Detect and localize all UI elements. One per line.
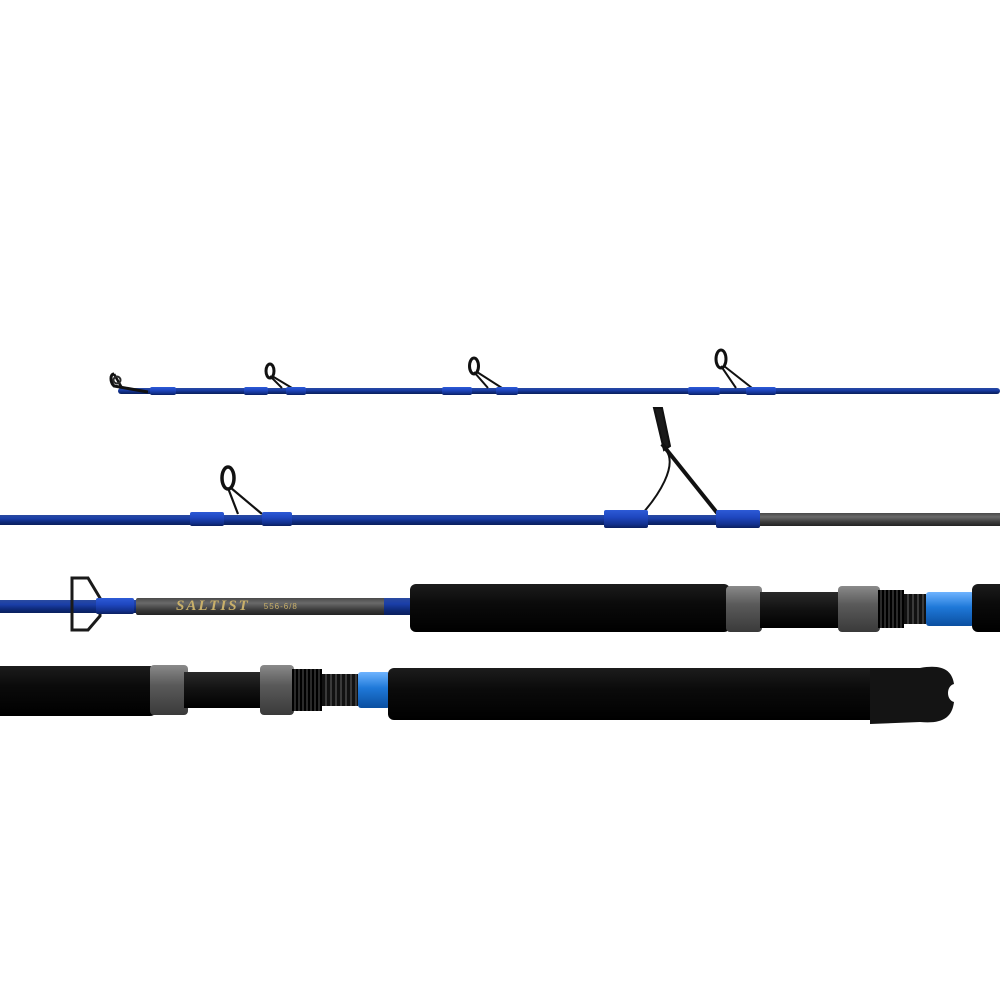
- rod-butt-section: SALTIST 556-6/8: [0, 570, 1000, 640]
- reel-seat-knurl: [878, 590, 904, 628]
- tip-blank: [118, 388, 1000, 394]
- mid-blank-blue: [0, 515, 760, 525]
- reel-seat-ring: [726, 586, 762, 632]
- thread-wrap: [746, 387, 776, 395]
- foregrip-foam: [410, 584, 730, 632]
- line-guide-icon: [714, 348, 753, 389]
- stripper-guide-icon: [641, 407, 720, 516]
- thread-wrap: [688, 387, 720, 395]
- line-guide-icon: [264, 362, 293, 389]
- thread-wrap: [96, 598, 134, 614]
- tip-top-guide-icon: [109, 372, 149, 394]
- rod-rear-handle: [0, 650, 1000, 740]
- butt-guide-icon: [70, 576, 102, 632]
- thread-wrap: [262, 512, 292, 526]
- thread-wrap: [716, 510, 760, 528]
- reel-seat-thread: [322, 674, 358, 706]
- reel-seat-barrel: [184, 672, 264, 708]
- thread-wrap: [442, 387, 472, 395]
- label-blank-grey: [136, 598, 386, 615]
- rear-grip-start: [972, 584, 1000, 632]
- blue-collar: [358, 672, 390, 708]
- rod-mid-section: [0, 400, 1000, 540]
- model-code-label: 556-6/8: [263, 601, 298, 611]
- rod-tip-section: [0, 348, 1000, 410]
- blank-blue-band: [384, 598, 412, 615]
- mid-blank-grey: [760, 513, 1000, 526]
- reel-seat-knurl: [292, 669, 322, 711]
- thread-wrap: [150, 387, 176, 395]
- reel-seat-thread: [904, 594, 926, 624]
- thread-wrap: [244, 387, 268, 395]
- line-guide-icon: [220, 465, 263, 515]
- reel-seat-ring: [150, 665, 188, 715]
- thread-wrap: [496, 387, 518, 395]
- reel-seat-nut: [838, 586, 880, 632]
- reel-seat-nut: [260, 665, 294, 715]
- gimbal-butt-cap-icon: [870, 666, 954, 724]
- brand-label: SALTIST: [176, 597, 250, 614]
- thread-wrap: [286, 387, 306, 395]
- reel-seat-barrel: [760, 592, 840, 628]
- rear-grip-foam-left: [0, 666, 158, 716]
- rear-grip-foam: [388, 668, 888, 720]
- thread-wrap: [604, 510, 648, 528]
- thread-wrap: [190, 512, 224, 526]
- line-guide-icon: [468, 356, 503, 389]
- blue-collar: [926, 592, 974, 626]
